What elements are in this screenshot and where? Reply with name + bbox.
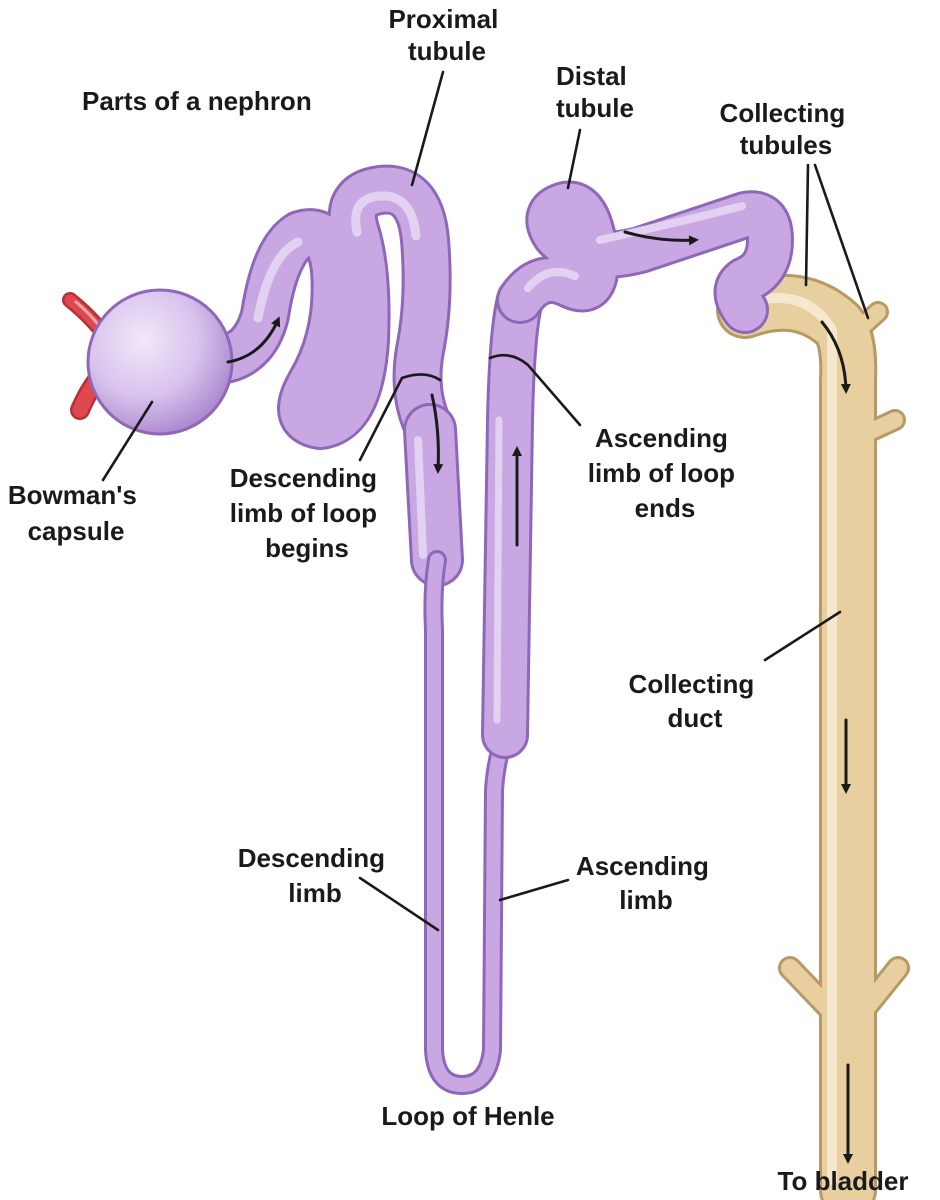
leader-collecting-tubules-1: [804, 163, 810, 287]
label-collecting-tubules: Collecting tubules: [720, 98, 853, 160]
label-proximal-tubule: Proximal tubule: [388, 4, 505, 66]
leader-descending-limb: [358, 876, 440, 932]
leader-collecting-duct: [763, 610, 842, 662]
label-loop-of-henle: Loop of Henle: [381, 1101, 554, 1131]
leader-bowmans-capsule: [101, 400, 154, 482]
nephron-tubule-shape: [195, 164, 794, 1095]
leader-descending-begins: [358, 373, 442, 462]
flow-arrow-descending: [430, 393, 444, 474]
leader-ascending-ends: [488, 353, 582, 427]
leader-distal-tubule: [566, 128, 582, 190]
bowmans-capsule-shape: [86, 288, 234, 436]
label-ascending-limb: Ascending limb: [576, 851, 716, 915]
label-descending-limb-begins: Descending limb of loop begins: [230, 463, 385, 563]
label-bowmans-capsule: Bowman's capsule: [8, 480, 144, 546]
leader-lines: [101, 70, 870, 932]
label-descending-limb: Descending limb: [238, 843, 393, 908]
flow-arrow-distal: [623, 230, 699, 246]
flow-arrow-capsule: [226, 316, 281, 364]
label-ascending-limb-ends: Ascending limb of loop ends: [588, 423, 743, 523]
label-distal-tubule: Distal tubule: [556, 61, 634, 123]
leader-ascending-limb: [498, 878, 570, 902]
diagram-title: Parts of a nephron: [82, 86, 312, 116]
label-collecting-duct: Collecting duct: [629, 669, 762, 733]
leader-collecting-tubules-2: [813, 163, 870, 320]
collecting-duct-shape: [716, 273, 910, 1200]
flow-arrows: [226, 230, 853, 1164]
flow-arrow-collecting-tubule: [820, 320, 851, 394]
label-to-bladder: To bladder: [778, 1166, 909, 1196]
leader-proximal-tubule: [410, 70, 445, 187]
